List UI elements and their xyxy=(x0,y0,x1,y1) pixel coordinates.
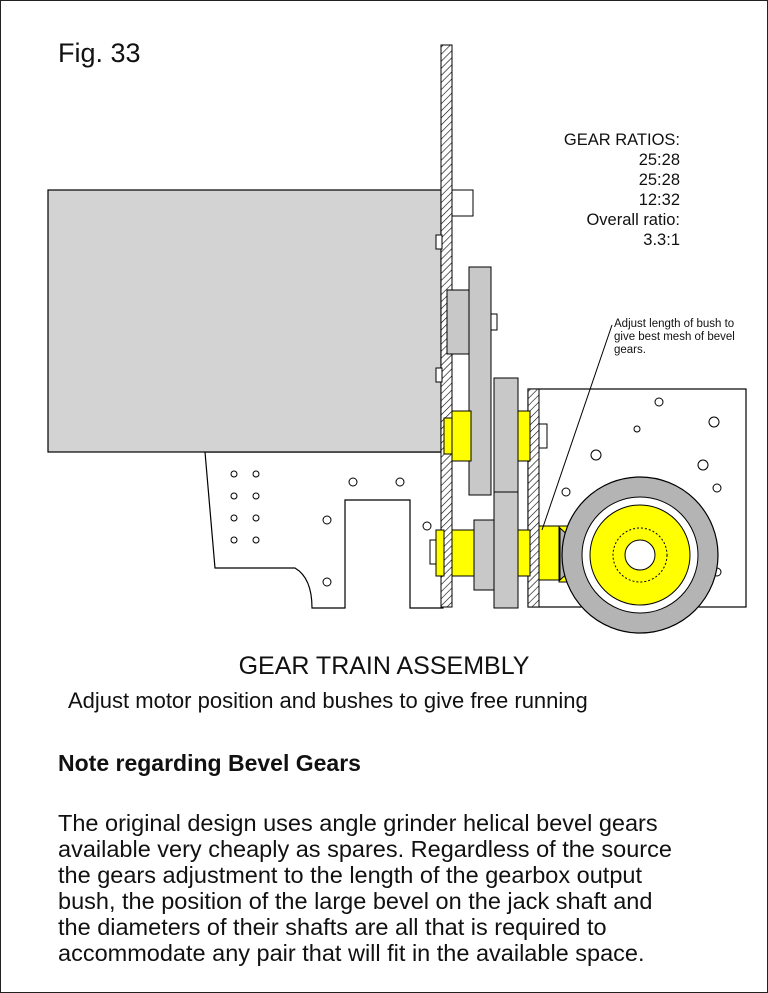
lower-small-gear xyxy=(473,519,495,591)
gear-ratio-1: 25:28 xyxy=(638,151,680,169)
motor-body xyxy=(47,189,442,453)
lower-large-gear xyxy=(493,491,519,609)
overall-ratio-value: 3.3:1 xyxy=(643,231,680,249)
middle-bush-right-cap xyxy=(538,423,548,449)
gear-ratios-heading: GEAR RATIOS: xyxy=(563,131,680,149)
lower-bush-left xyxy=(451,529,475,577)
motor-shaft-stub-lower xyxy=(435,367,443,383)
large-bevel-bore xyxy=(624,539,656,571)
middle-gear xyxy=(493,377,519,499)
upper-small-gear xyxy=(446,289,470,355)
motor-shaft-boss xyxy=(451,189,474,217)
note-line-5: the diameters of their shafts are all th… xyxy=(58,914,607,940)
figure-label: Fig. 33 xyxy=(58,38,141,68)
base-plate-holes xyxy=(230,470,432,587)
bush-length-callout: Adjust length of bush to give best mesh … xyxy=(614,318,764,357)
lower-bush-right xyxy=(538,525,560,581)
middle-bush-right xyxy=(517,410,531,462)
callout-leader xyxy=(541,324,613,531)
middle-bush-left-flange xyxy=(443,417,453,455)
middle-bush-left xyxy=(451,410,472,462)
note-line-4: bush, the position of the large bevel on… xyxy=(58,888,653,914)
caption-title: GEAR TRAIN ASSEMBLY xyxy=(238,652,530,680)
note-line-3: the gears adjustment to the length of th… xyxy=(58,862,642,888)
callout-line-2: give best mesh of bevel xyxy=(614,331,735,343)
gear-ratio-3: 12:32 xyxy=(638,191,680,209)
gear-ratio-2: 25:28 xyxy=(638,171,680,189)
note-body: The original design uses angle grinder h… xyxy=(58,810,758,966)
note-line-1: The original design uses angle grinder h… xyxy=(58,810,658,836)
note-heading: Note regarding Bevel Gears xyxy=(58,750,361,776)
callout-line-1: Adjust length of bush to xyxy=(614,318,735,330)
note-line-6: accommodate any pair that will fit in th… xyxy=(58,940,645,966)
motor-shaft-stub xyxy=(435,234,443,250)
caption-subtitle: Adjust motor position and bushes to give… xyxy=(68,688,588,713)
gear-ratios-block: GEAR RATIOS: 25:28 25:28 12:32 Overall r… xyxy=(520,130,680,250)
lower-bush-left-flange xyxy=(435,529,445,577)
upper-shaft-collar xyxy=(490,313,498,331)
large-bevel-dashed-circle xyxy=(612,527,668,583)
base-plate xyxy=(204,451,444,609)
intermediate-plate xyxy=(527,388,540,608)
note-line-2: available very cheaply as spares. Regard… xyxy=(58,836,672,862)
callout-line-3: gears. xyxy=(614,344,646,356)
lower-bush-middle xyxy=(517,529,531,577)
overall-ratio-label: Overall ratio: xyxy=(586,211,680,229)
upper-large-gear xyxy=(468,266,492,496)
